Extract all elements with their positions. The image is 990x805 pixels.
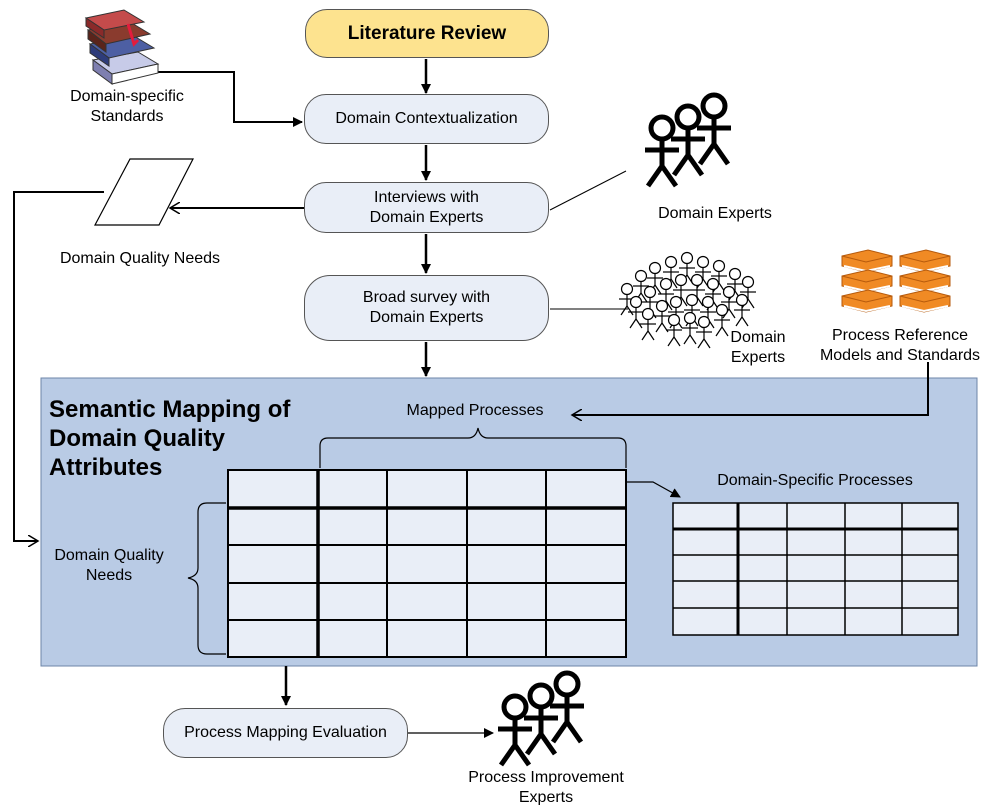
- survey-experts-line1: Domain: [730, 329, 786, 346]
- semantic-mapping-title-line1: Semantic Mapping of: [49, 396, 291, 423]
- domain-quality-needs-label: Domain Quality Needs: [59, 250, 221, 267]
- interviews-line2: Domain Experts: [369, 208, 484, 226]
- evaluation-node: Process Mapping Evaluation: [163, 708, 408, 758]
- arrow-reference-to-mapped: [572, 362, 929, 415]
- arrow-table-to-domain-processes: [626, 481, 681, 498]
- domain-specific-table: [672, 502, 959, 636]
- pi-experts-line1: Process Improvement: [468, 769, 624, 786]
- survey-experts-label: Domain Experts: [716, 328, 800, 368]
- standards-label: Domain-specific Standards: [52, 87, 202, 127]
- semantic-mapping-title-line3: Attributes: [49, 454, 163, 481]
- reference-books-icon: [841, 249, 951, 313]
- mapping-table: [227, 469, 627, 658]
- survey-node: Broad survey with Domain Experts: [304, 275, 549, 341]
- domain-contextualization-node: Domain Contextualization: [304, 94, 549, 144]
- standards-books-icon: [84, 9, 160, 85]
- quality-needs-brace: [187, 502, 226, 655]
- domain-experts-label: Domain Experts: [658, 205, 772, 222]
- process-improvement-experts-label: Process Improvement Experts: [446, 768, 646, 805]
- survey-line2: Domain Experts: [369, 309, 484, 326]
- semantic-mapping-title: Semantic Mapping of Domain Quality Attri…: [49, 395, 290, 482]
- arrow-needs-to-mapping: [13, 191, 104, 541]
- survey-line1: Broad survey with: [362, 289, 491, 306]
- arrow-standards-to-context: [153, 71, 303, 127]
- quality-needs-document: [94, 158, 194, 226]
- connector-experts-interviews: [549, 170, 627, 211]
- survey-experts-line2: Experts: [730, 349, 786, 366]
- domain-experts-figures-icon: [645, 95, 731, 186]
- reference-models-label: Process Reference Models and Standards: [810, 326, 990, 366]
- mapping-needs-line1: Domain Quality: [54, 547, 164, 564]
- domain-specific-processes-label: Domain-Specific Processes: [717, 472, 913, 489]
- reference-models-line1: Process Reference: [831, 327, 969, 344]
- standards-label-line1: Domain-specific: [70, 88, 184, 105]
- standards-label-line2: Standards: [90, 108, 164, 125]
- literature-review-node: Literature Review: [305, 9, 549, 58]
- mapped-processes-label: Mapped Processes: [406, 402, 544, 419]
- mapped-processes-brace: [319, 427, 627, 468]
- process-improvement-experts-icon: [498, 673, 584, 765]
- interviews-node: Interviews with Domain Experts: [304, 182, 549, 233]
- mapping-needs-label: Domain Quality Needs: [44, 546, 174, 586]
- mapping-needs-line2: Needs: [85, 567, 133, 584]
- semantic-mapping-title-line2: Domain Quality: [49, 425, 226, 452]
- interviews-line1: Interviews with: [374, 188, 479, 206]
- reference-models-line2: Models and Standards: [819, 347, 981, 364]
- pi-experts-line2: Experts: [518, 789, 574, 805]
